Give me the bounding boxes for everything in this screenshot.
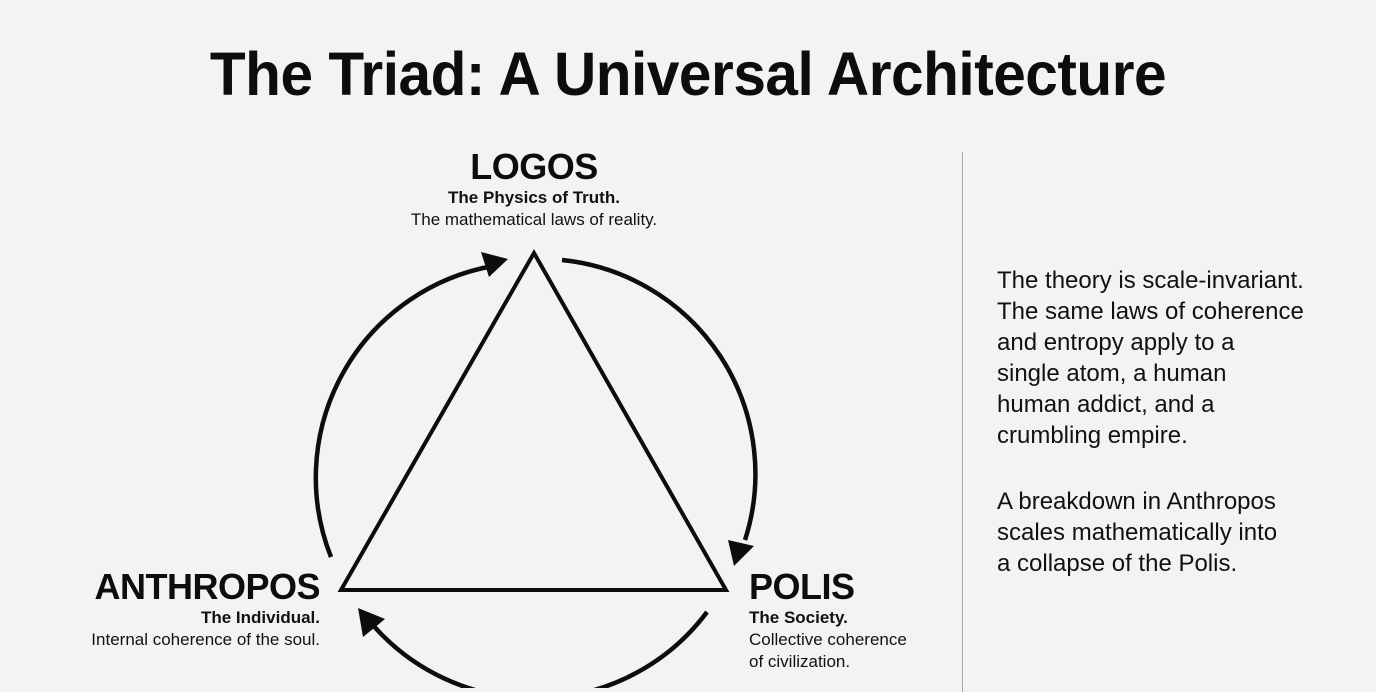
page-title: The Triad: A Universal Architecture — [209, 40, 1167, 108]
arrowhead-anthropos-icon — [358, 608, 385, 637]
explanation-line: a collapse of the Polis. — [997, 550, 1238, 577]
anthropos-description: Internal coherence of the soul. — [91, 630, 320, 649]
arrow-anthropos-to-logos-icon — [313, 263, 494, 558]
arrow-logos-to-polis-icon — [561, 257, 758, 541]
explanation-paragraph-2: A breakdown in Anthropos scales mathemat… — [997, 486, 1342, 579]
explanation-line: The same laws of coherence — [997, 298, 1304, 325]
vertical-divider — [962, 152, 963, 692]
explanation-line: crumbling empire. — [997, 422, 1188, 449]
explanation-line: and entropy apply to a — [997, 329, 1235, 356]
explanation-line: single atom, a human — [997, 360, 1227, 387]
logos-subtitle: The Physics of Truth. — [448, 188, 620, 207]
explanation-line: The theory is scale-invariant. — [997, 267, 1304, 294]
polis-heading: POLIS — [749, 566, 855, 607]
polis-description-line-1: Collective coherence — [749, 630, 907, 649]
explanation-line: A breakdown in Anthropos — [997, 488, 1276, 515]
explanation-line: human addict, and a — [997, 391, 1215, 418]
logos-description: The mathematical laws of reality. — [410, 210, 658, 229]
arrowhead-logos-icon — [481, 252, 508, 277]
node-anthropos: ANTHROPOS The Individual. Internal coher… — [20, 567, 320, 651]
node-logos: LOGOS The Physics of Truth. The mathemat… — [334, 147, 734, 231]
explanation-paragraph-1: The theory is scale-invariant. The same … — [997, 265, 1342, 451]
arrowhead-polis-icon — [728, 540, 754, 566]
triangle-icon — [337, 248, 730, 592]
node-polis: POLIS The Society. Collective coherence … — [749, 567, 949, 673]
logos-heading: LOGOS — [470, 146, 598, 187]
arrow-polis-to-anthropos-icon — [370, 610, 709, 688]
polis-description-line-2: of civilization. — [749, 652, 851, 671]
anthropos-subtitle: The Individual. — [200, 608, 320, 627]
explanation-line: scales mathematically into — [997, 519, 1278, 546]
anthropos-heading: ANTHROPOS — [94, 566, 320, 607]
polis-subtitle: The Society. — [749, 608, 848, 627]
